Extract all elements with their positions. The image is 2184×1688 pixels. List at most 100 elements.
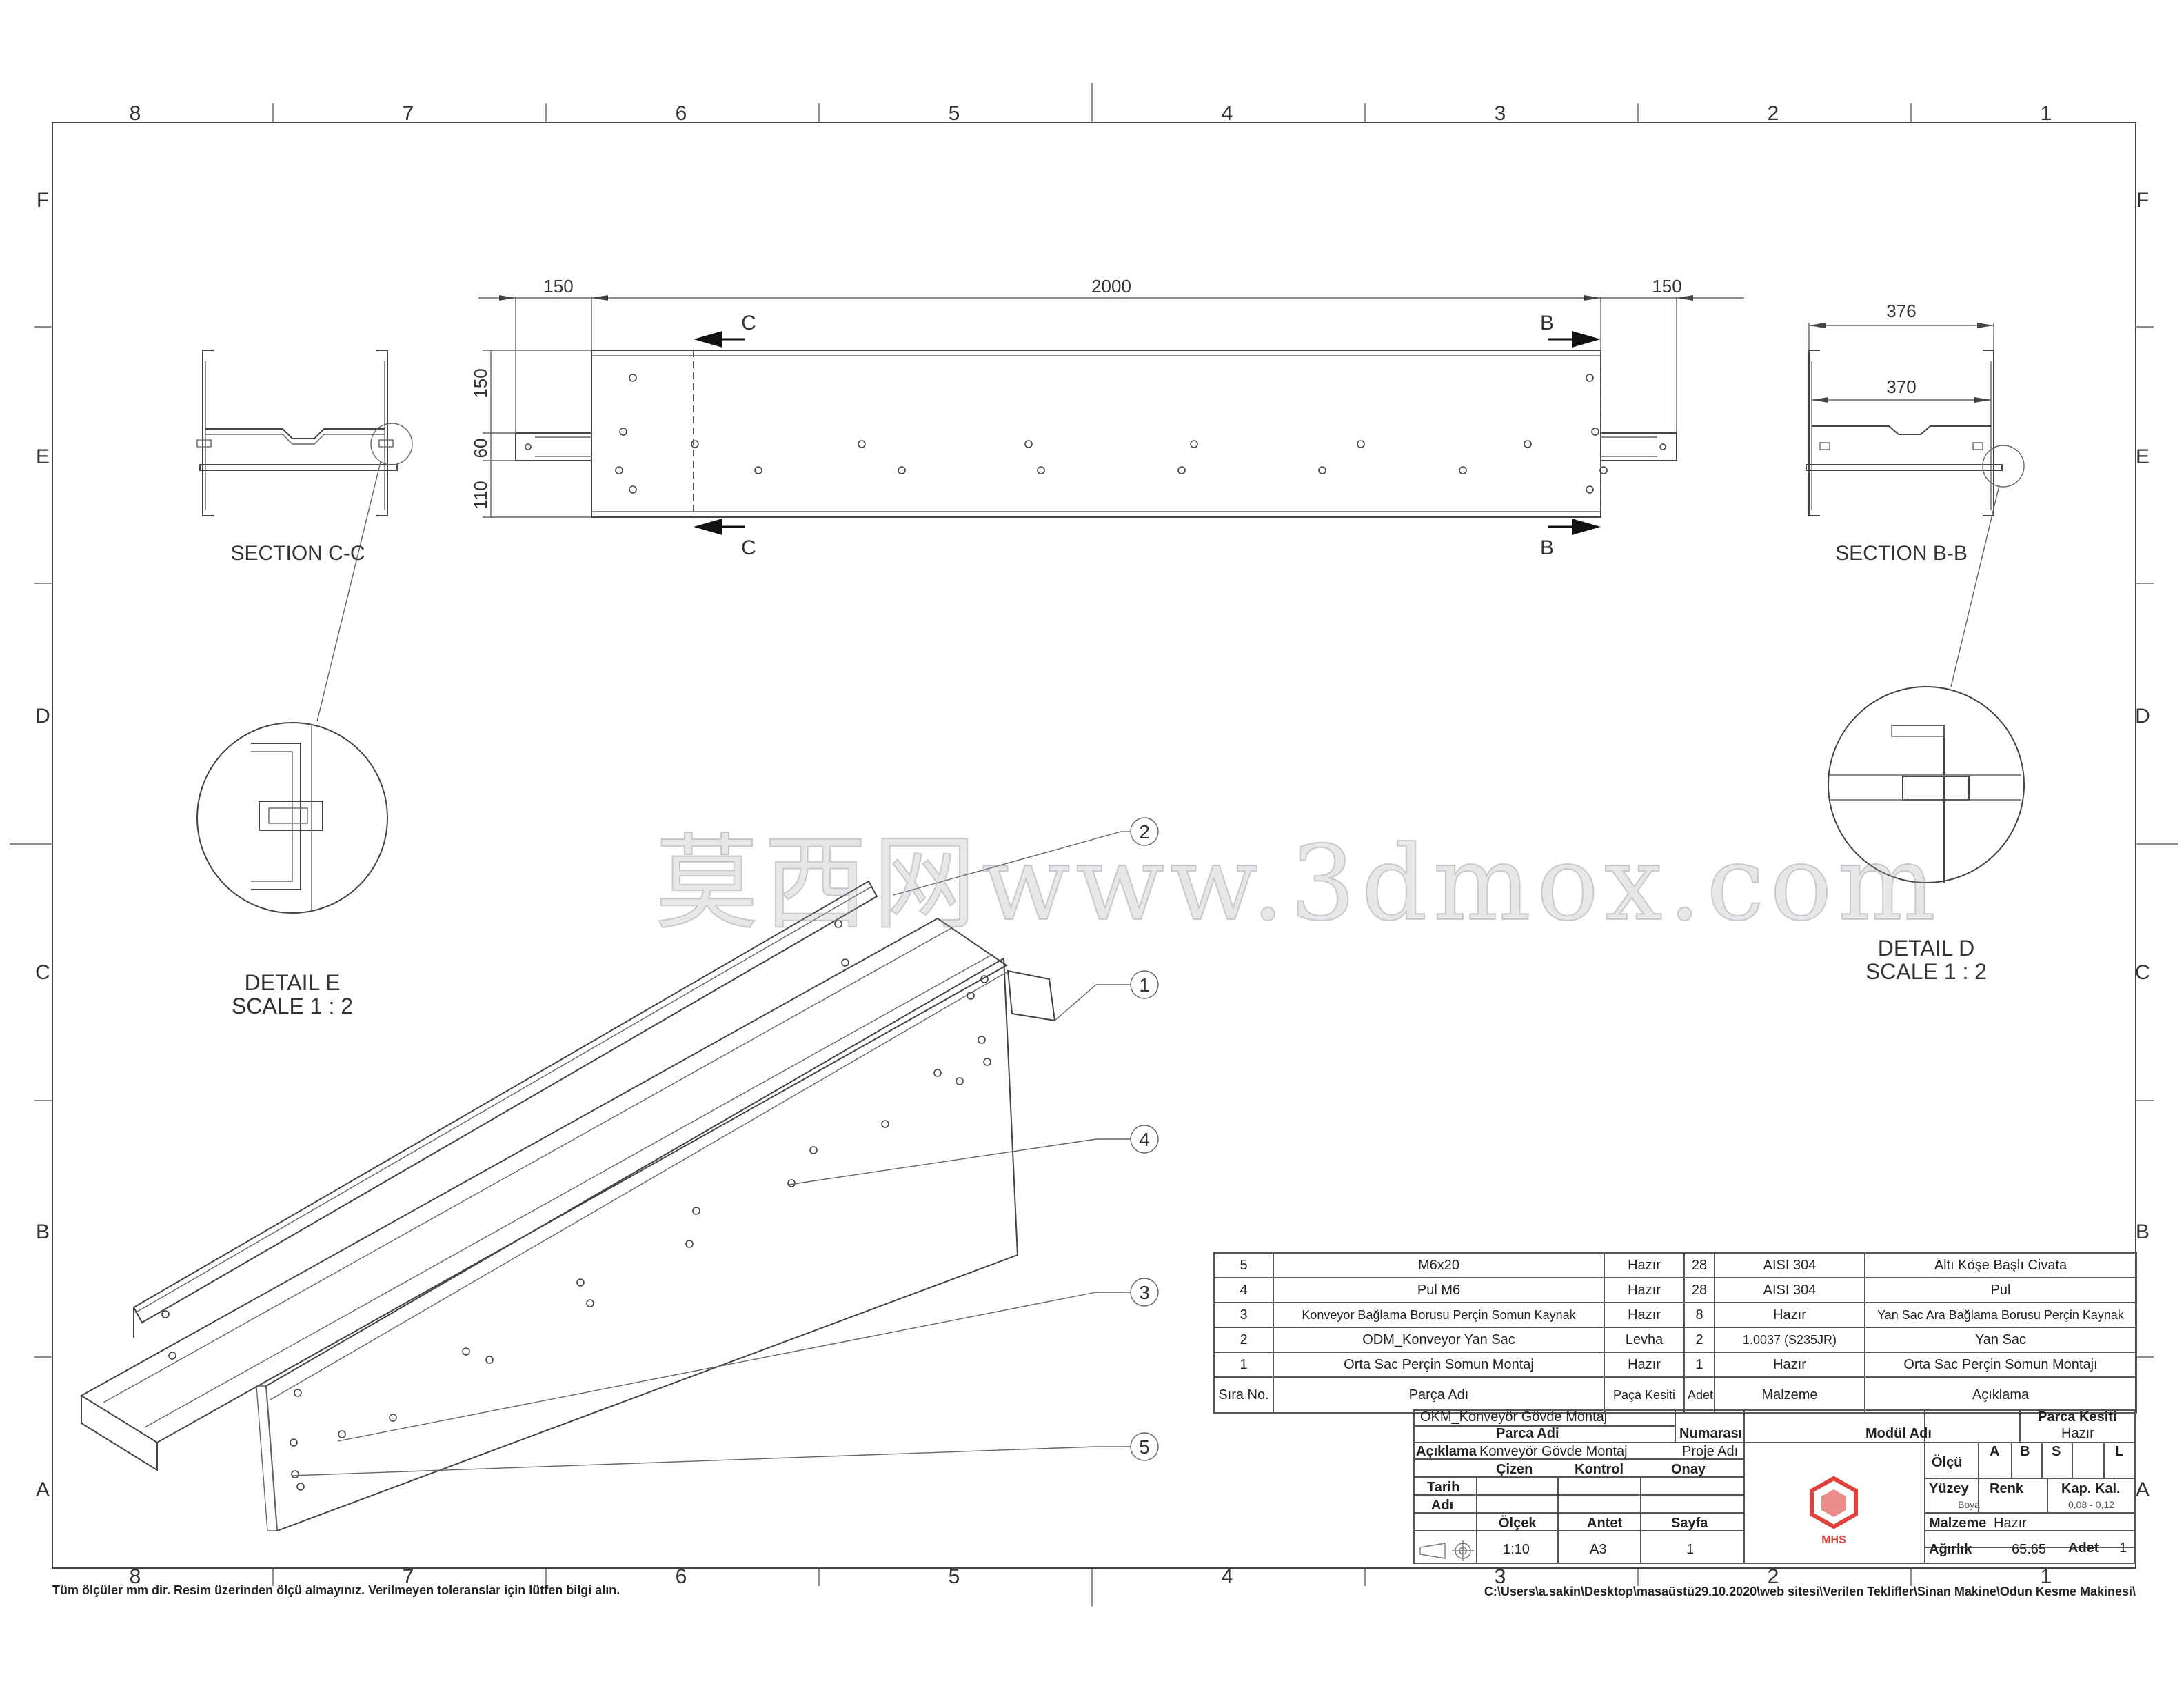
bom-header-cell: Sıra No.: [1213, 1376, 1274, 1414]
table-header-row: Sıra No. Parça Adı Paça Kesiti Adet Malz…: [1213, 1376, 2137, 1414]
bom-cell: M6x20: [1273, 1252, 1605, 1278]
section-cc: SECTION C-C: [196, 350, 413, 722]
detail-e-title: DETAIL E: [245, 970, 341, 995]
bom-cell: Hazır: [1604, 1352, 1685, 1378]
zone-label-top: 3: [1495, 102, 1506, 125]
bom-cell: ODM_Konveyor Yan Sac: [1273, 1327, 1605, 1353]
section-value: Hazır: [2061, 1426, 2094, 1441]
bom-cell: 2: [1684, 1327, 1715, 1353]
dim-bb-inner: 370: [1886, 376, 1916, 397]
title-block: MHS OKM_Konveyör Gövde Montaj Parca Adi …: [1413, 1409, 2136, 1564]
material-value: Hazır: [1994, 1516, 2027, 1531]
number-label: Numarası: [1679, 1426, 1743, 1441]
zone-label-bottom: 8: [130, 1565, 141, 1588]
check-label: Kontrol: [1575, 1462, 1624, 1477]
bom-cell: Orta Sac Perçin Somun Montaj: [1273, 1352, 1605, 1378]
detail-e: DETAIL E SCALE 1 : 2: [196, 722, 388, 1018]
bom-cell: Altı Köşe Başlı Civata: [1864, 1252, 2137, 1278]
bom-cell: 28: [1684, 1277, 1715, 1303]
section-label: Parca Kesiti: [2038, 1409, 2117, 1425]
measure-label: Ölçü: [1932, 1455, 1963, 1470]
measure-col: L: [2115, 1444, 2124, 1459]
bom-header-cell: Adet: [1684, 1376, 1715, 1414]
zone-label-top: 8: [130, 102, 141, 125]
zone-label-left: D: [35, 705, 50, 727]
dim-bb-outer: 376: [1886, 301, 1916, 321]
bom-cell: Hazır: [1714, 1352, 1866, 1378]
zone-label-left: F: [37, 189, 49, 212]
footer-note: Tüm ölçüler mm dir. Resim üzerinden ölçü…: [52, 1583, 620, 1597]
bom-cell: Levha: [1604, 1327, 1685, 1353]
table-row: 1 Orta Sac Perçin Somun Montaj Hazır 1 H…: [1213, 1352, 2137, 1378]
sheet-border: [52, 122, 2136, 1569]
cut-label-b-bottom: B: [1540, 536, 1554, 559]
dim-middle: 2000: [1091, 276, 1131, 297]
table-row: 4 Pul M6 Hazır 28 AISI 304 Pul: [1213, 1277, 2137, 1303]
watermark: 莫西网www.3dmox.com: [654, 823, 1941, 945]
coating-label: Kap. Kal.: [2061, 1481, 2121, 1496]
scale-value: 1:10: [1503, 1542, 1530, 1557]
bom-header-cell: Parça Adı: [1273, 1376, 1605, 1414]
module-label: Modül Adı: [1866, 1426, 1932, 1441]
section-bb-title: SECTION B-B: [1835, 542, 1968, 565]
project-label: Proje Adı: [1682, 1444, 1739, 1459]
table-row: 5 M6x20 Hazır 28 AISI 304 Altı Köşe Başl…: [1213, 1252, 2137, 1278]
projection-symbol-icon: [1419, 1540, 1474, 1561]
zone-label-bottom: 7: [403, 1565, 414, 1588]
bom-header-cell: Açıklama: [1864, 1376, 2137, 1414]
isometric-view: [80, 880, 1056, 1532]
section-bb: 376 370 SECTION B-B: [1806, 301, 2025, 687]
bom-cell: 5: [1213, 1252, 1274, 1278]
coating-value: 0,08 - 0,12: [2068, 1499, 2114, 1510]
zone-label-bottom: 1: [2041, 1565, 2052, 1588]
balloon-label: 4: [1139, 1129, 1150, 1150]
bom-cell: Pul M6: [1273, 1277, 1605, 1303]
cut-label-c-top: C: [741, 312, 756, 334]
bom-cell: 2: [1213, 1327, 1274, 1353]
bom-table: 5 M6x20 Hazır 28 AISI 304 Altı Köşe Başl…: [1213, 1252, 2137, 1414]
zone-label-bottom: 4: [1222, 1565, 1233, 1588]
bom-cell: Yan Sac Ara Bağlama Borusu Perçin Kaynak: [1864, 1302, 2137, 1328]
zone-label-right: C: [2135, 961, 2150, 984]
qty-value: 1: [2119, 1540, 2127, 1556]
dim-right: 150: [1652, 276, 1681, 297]
detail-d-scale: SCALE 1 : 2: [1866, 959, 1987, 984]
description-label: Açıklama: [1416, 1444, 1477, 1459]
cut-label-c-bottom: C: [741, 536, 756, 559]
bom-cell: 1.0037 (S235JR): [1714, 1327, 1866, 1353]
table-row: 2 ODM_Konveyor Yan Sac Levha 2 1.0037 (S…: [1213, 1327, 2137, 1353]
page-value: 1: [1686, 1542, 1695, 1557]
bom-cell: 28: [1684, 1252, 1715, 1278]
bom-cell: Pul: [1864, 1277, 2137, 1303]
zone-label-top: 5: [949, 102, 960, 125]
bom-cell: 1: [1213, 1352, 1274, 1378]
bom-cell: Hazır: [1604, 1302, 1685, 1328]
zone-label-right: D: [2135, 705, 2150, 727]
balloon-label: 1: [1139, 974, 1150, 996]
zone-label-top: 2: [1768, 102, 1779, 125]
zone-label-right: F: [2136, 189, 2149, 212]
zone-label-bottom: 6: [676, 1565, 687, 1588]
dim-h1: 150: [470, 368, 491, 398]
detail-d-title: DETAIL D: [1878, 936, 1974, 961]
zone-ticks: [10, 83, 2178, 1607]
qty-label: Adet: [2068, 1540, 2099, 1556]
zone-label-top: 7: [403, 102, 414, 125]
zone-label-bottom: 2: [1768, 1565, 1779, 1588]
dim-h3: 110: [470, 481, 491, 509]
zone-label-left: C: [35, 961, 50, 984]
zone-label-right: E: [2136, 445, 2150, 468]
bom-cell: 8: [1684, 1302, 1715, 1328]
bom-header-cell: Malzeme: [1714, 1376, 1866, 1414]
measure-col: A: [1990, 1444, 2000, 1459]
bom-cell: Hazır: [1604, 1277, 1685, 1303]
bom-cell: Orta Sac Perçin Somun Montajı: [1864, 1352, 2137, 1378]
part-name-label: Parca Adi: [1496, 1426, 1559, 1441]
zone-label-right: A: [2136, 1478, 2150, 1501]
title-block-grid: MHS: [1413, 1409, 2136, 1564]
table-row: 3 Konveyor Bağlama Borusu Perçin Somun K…: [1213, 1302, 2137, 1328]
dim-left: 150: [543, 276, 573, 297]
zone-label-right: B: [2136, 1220, 2150, 1243]
bom-cell: Hazır: [1714, 1302, 1866, 1328]
